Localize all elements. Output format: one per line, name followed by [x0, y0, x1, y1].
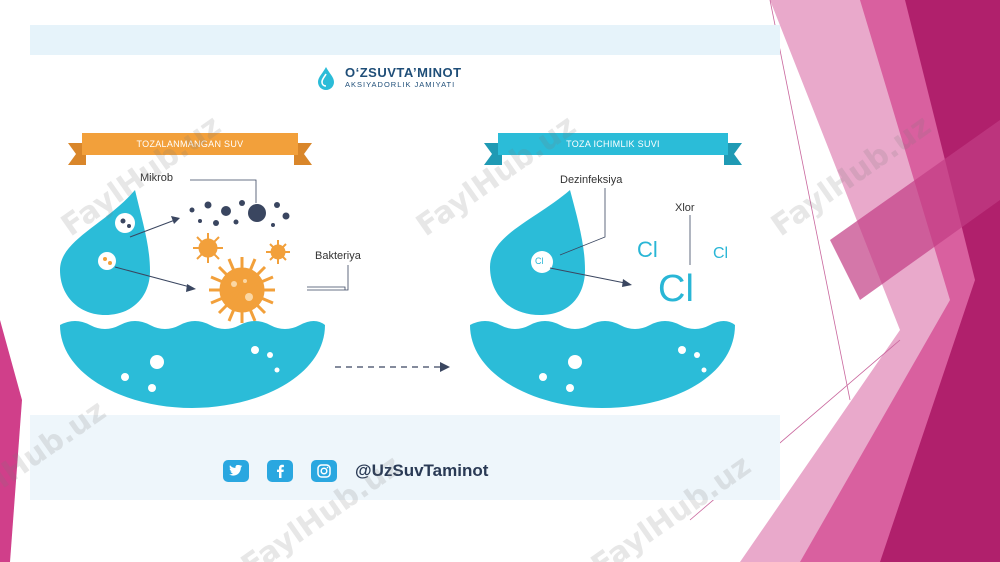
infographic-artwork	[30, 25, 780, 500]
water-drop-logo-icon	[318, 67, 334, 90]
banner-clean-water: TOZA ICHIMLIK SUVI	[498, 133, 728, 155]
thin-line-1	[769, 0, 851, 401]
label-bakteriya: Bakteriya	[315, 250, 361, 262]
ribbon-right-tail-r	[724, 143, 742, 165]
mikrob-dots	[189, 200, 290, 227]
instagram-button[interactable]	[311, 460, 337, 482]
brand-title: O‘ZSUVTA’MINOT	[345, 65, 462, 80]
social-handle[interactable]: @UzSuvTaminot	[355, 461, 489, 480]
chlorine-symbol-small: Cl	[713, 245, 729, 262]
ribbon-left-tail-r	[294, 143, 312, 165]
ribbon-left-tail-l	[68, 143, 86, 165]
right-bubbles	[539, 346, 707, 392]
droplet-germ-2-dot	[103, 257, 107, 261]
arrow-to-mikrob	[129, 219, 176, 238]
arrow-to-chlorine-head	[622, 279, 632, 287]
label-dezinfeksiya: Dezinfeksiya	[560, 174, 623, 186]
ribbon-right-tail-l	[484, 143, 502, 165]
magenta-stripe	[830, 120, 1000, 300]
left-water-bowl	[60, 321, 325, 408]
facebook-icon	[277, 464, 284, 478]
leader-dezinfeksiya	[559, 188, 606, 256]
water-infographic: O‘ZSUVTA’MINOT AKSIYADORLIK JAMIYATI TOZ…	[30, 25, 780, 500]
arrow-to-bakteriya-head	[186, 284, 196, 292]
droplet-cl-symbol: Cl	[535, 256, 544, 266]
brand-logo: O‘ZSUVTA’MINOT AKSIYADORLIK JAMIYATI	[313, 65, 462, 91]
bacteria-small-2	[266, 240, 290, 264]
leader-bakteriya-2	[307, 265, 349, 291]
chlorine-symbol-medium: Cl	[637, 237, 658, 262]
label-xlor: Xlor	[675, 202, 695, 214]
social-footer: @UzSuvTaminot	[223, 460, 488, 482]
left-bubbles	[121, 346, 280, 392]
arrow-to-mikrob-head	[171, 216, 180, 224]
droplet-germ-2-dot2	[108, 261, 112, 265]
dashed-arrow-head	[440, 362, 450, 372]
droplet-germ-1	[115, 213, 135, 233]
magenta-panel-dark	[880, 0, 1000, 562]
bacteria-large	[209, 257, 275, 323]
leader-mikrob	[190, 179, 257, 203]
left-edge-accent	[0, 320, 22, 562]
bacteria-small-1	[193, 233, 223, 263]
droplet-germ-1-dot	[120, 218, 126, 224]
arrow-to-chlorine	[549, 267, 626, 284]
label-mikrob: Mikrob	[140, 172, 174, 184]
splash-bottom	[30, 415, 780, 500]
twitter-button[interactable]	[223, 460, 249, 482]
droplet-cl-badge	[531, 251, 553, 273]
droplet-germ-2	[98, 252, 116, 270]
chlorine-symbol-large: Cl	[658, 268, 694, 310]
leader-bakteriya	[307, 286, 346, 290]
facebook-button[interactable]	[267, 460, 293, 482]
instagram-icon	[317, 464, 331, 478]
right-water-bowl	[470, 321, 735, 408]
brand-subtitle: AKSIYADORLIK JAMIYATI	[345, 80, 456, 89]
droplet-germ-1-dot2	[127, 224, 131, 228]
twitter-icon	[229, 465, 243, 476]
banner-untreated-water: TOZALANMANGAN SUV	[82, 133, 298, 155]
arrow-to-bakteriya	[114, 266, 191, 288]
splash-top	[30, 25, 780, 55]
